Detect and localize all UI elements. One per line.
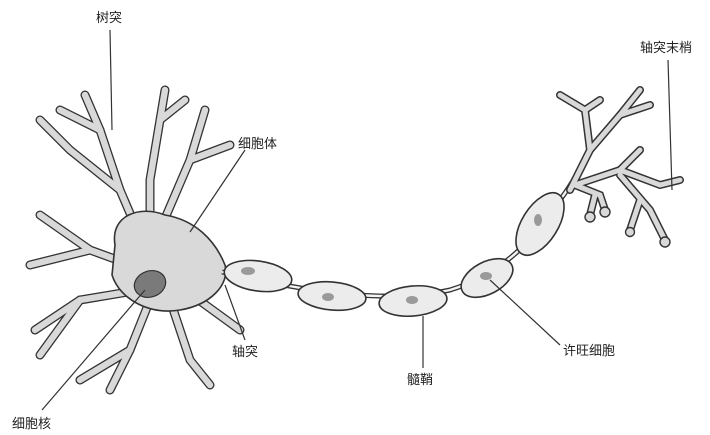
leader-dendrite	[110, 30, 112, 130]
myelin-segment	[297, 279, 367, 313]
myelin-segment	[222, 256, 294, 295]
leader-cell-body	[190, 150, 245, 232]
myelin-sheath	[222, 185, 574, 319]
myelin-segment	[378, 283, 448, 319]
cell-body-label: 细胞体	[238, 137, 277, 152]
axon-label: 轴突	[232, 344, 258, 360]
leader-schwann	[490, 280, 560, 345]
leader-axon-terminal	[668, 60, 672, 190]
axon-terminal-label: 轴突末梢	[640, 40, 692, 56]
nucleus-label: 细胞核	[12, 417, 51, 432]
dendrite-label: 树突	[96, 10, 122, 26]
myelin-label: 髓鞘	[407, 373, 433, 388]
axon-terminals	[560, 90, 680, 247]
cell-body	[112, 211, 226, 311]
schwann-cell-label: 许旺细胞	[563, 344, 615, 359]
